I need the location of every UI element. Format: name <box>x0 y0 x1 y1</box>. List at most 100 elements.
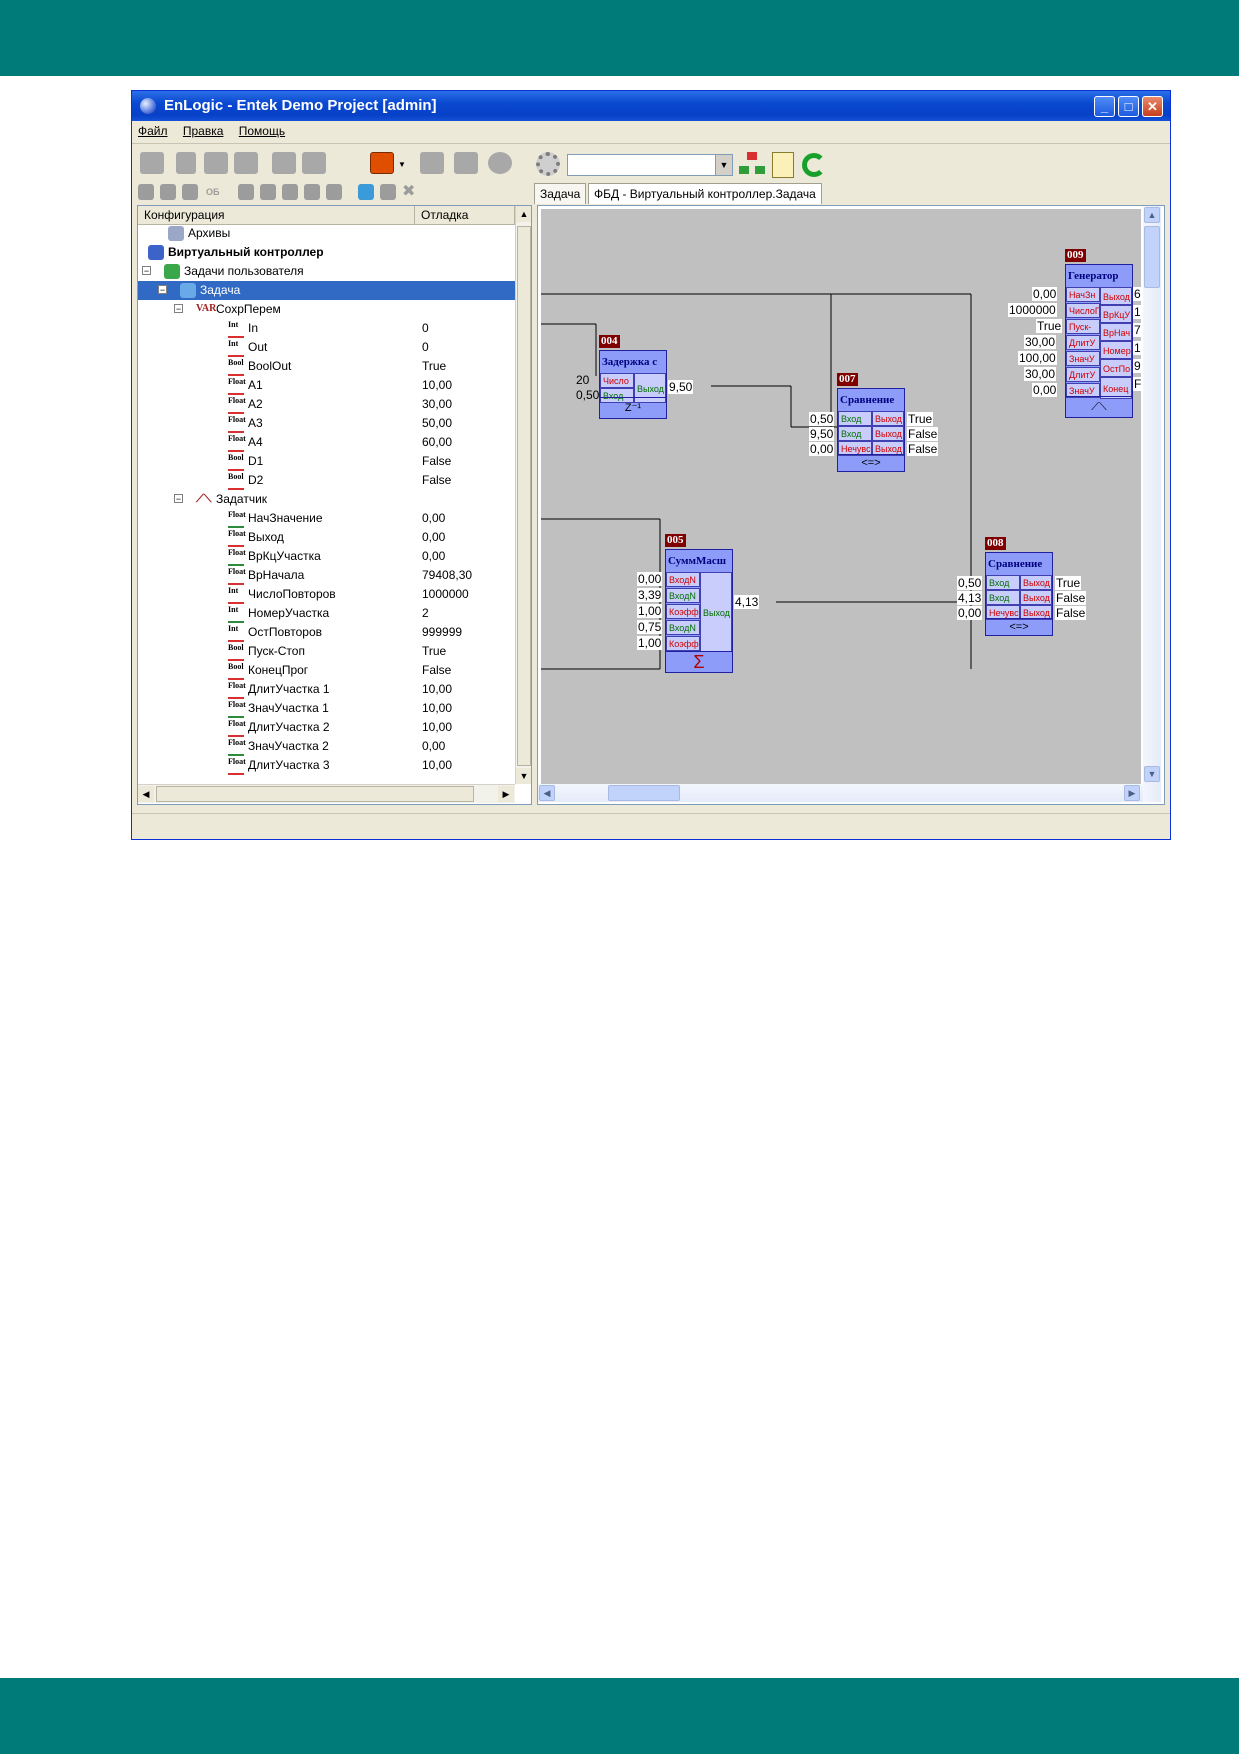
port-output[interactable]: ВрКцУ <box>1100 305 1132 323</box>
stop-icon[interactable] <box>370 152 394 174</box>
port-coefficient[interactable]: Коэфф <box>666 604 700 619</box>
numbered-list-icon[interactable] <box>272 152 296 174</box>
tab-fbd[interactable]: ФБД - Виртуальный контроллер.Задача <box>588 183 822 204</box>
port-input[interactable]: ВходN <box>666 620 700 635</box>
scroll-right-icon[interactable]: ▶ <box>1124 785 1140 801</box>
scroll-right-icon[interactable]: ▶ <box>498 786 514 802</box>
tree-row[interactable]: −Виртуальный контроллер <box>138 243 515 262</box>
port-count[interactable]: Число <box>600 373 634 388</box>
port-input[interactable]: ЧислоП <box>1066 303 1100 318</box>
tab-task[interactable]: Задача <box>534 183 587 204</box>
scroll-left-icon[interactable]: ◀ <box>539 785 555 801</box>
tree-tool-icon[interactable] <box>238 184 254 200</box>
scroll-thumb[interactable] <box>156 786 474 802</box>
scroll-down-icon[interactable]: ▼ <box>516 768 531 784</box>
title-bar[interactable]: EnLogic - Entek Demo Project [admin] _ □… <box>132 91 1170 121</box>
tree-row[interactable]: −Задачи пользователя <box>138 262 515 281</box>
scroll-thumb[interactable] <box>608 785 680 801</box>
collapse-toggle-icon[interactable]: − <box>158 285 167 295</box>
scroll-thumb[interactable] <box>1144 226 1160 288</box>
refresh-icon[interactable] <box>802 153 826 177</box>
tree-tool-icon[interactable] <box>282 184 298 200</box>
port-output[interactable]: Выход <box>700 572 732 652</box>
port-output[interactable]: ВрНач <box>1100 323 1132 341</box>
menu-edit[interactable]: Правка <box>182 124 224 138</box>
pause-icon[interactable] <box>488 152 512 174</box>
column-debug[interactable]: Отладка <box>415 206 515 224</box>
port-input[interactable]: Вход <box>838 411 872 426</box>
port-input[interactable]: Вход <box>986 575 1020 590</box>
scroll-up-icon[interactable]: ▲ <box>516 206 531 222</box>
port-input[interactable]: ВходN <box>666 588 700 603</box>
port-output[interactable]: Выход <box>1020 590 1052 605</box>
tree-tool-icon[interactable] <box>304 184 320 200</box>
generator-block[interactable]: Генератор НачЗн ЧислоП Пуск- ДлитУ ЗначУ… <box>1065 264 1133 418</box>
port-output[interactable]: Выход <box>872 411 904 426</box>
scroll-up-icon[interactable]: ▲ <box>1144 207 1160 223</box>
run-icon[interactable] <box>420 152 444 174</box>
port-output[interactable]: Номер <box>1100 341 1132 359</box>
port-input[interactable]: Вход <box>600 388 634 403</box>
port-input[interactable]: Вход <box>986 590 1020 605</box>
tree-tool-icon[interactable] <box>326 184 342 200</box>
controller-select[interactable]: ▼ <box>567 154 733 176</box>
port-input[interactable]: ВходN <box>666 572 700 587</box>
cut-icon[interactable] <box>176 152 196 174</box>
save-icon[interactable] <box>140 152 164 174</box>
scroll-left-icon[interactable]: ◀ <box>138 786 154 802</box>
tree-tool-icon[interactable] <box>160 184 176 200</box>
paste-icon[interactable] <box>234 152 258 174</box>
port-output[interactable]: Выход <box>634 373 666 403</box>
gear-icon[interactable] <box>536 152 560 176</box>
download-icon[interactable] <box>302 152 326 174</box>
column-config[interactable]: Конфигурация <box>138 206 415 224</box>
compare-block[interactable]: Сравнение Вход Вход Нечувс Выход Выход В… <box>985 552 1053 636</box>
scroll-down-icon[interactable]: ▼ <box>1144 766 1160 782</box>
diagram-vertical-scrollbar[interactable]: ▲ ▼ <box>1143 206 1161 802</box>
tree-tool-icon[interactable] <box>182 184 198 200</box>
tree-vertical-scrollbar[interactable]: ▲ ▼ <box>515 206 531 784</box>
collapse-toggle-icon[interactable]: − <box>142 266 151 276</box>
port-deadband[interactable]: Нечувс <box>986 605 1020 620</box>
copy-icon[interactable] <box>204 152 228 174</box>
maximize-button[interactable]: □ <box>1118 96 1139 117</box>
port-output[interactable]: Выход <box>1020 605 1052 620</box>
port-output[interactable]: Выход <box>872 441 904 456</box>
scroll-thumb[interactable] <box>517 226 531 766</box>
object-icon[interactable]: ОБ <box>206 187 220 197</box>
sum-scale-block[interactable]: СуммМасш ВходN ВходN Коэфф ВходN Коэфф В… <box>665 549 733 673</box>
compare-block[interactable]: Сравнение Вход Вход Нечувс Выход Выход В… <box>837 388 905 472</box>
port-input[interactable]: Вход <box>838 426 872 441</box>
port-input[interactable]: ЗначУ <box>1066 383 1100 398</box>
tree-horizontal-scrollbar[interactable]: ◀ ▶ <box>138 784 515 803</box>
port-input[interactable]: НачЗн <box>1066 287 1100 302</box>
diagram-horizontal-scrollbar[interactable]: ◀ ▶ <box>538 784 1143 802</box>
port-deadband[interactable]: Нечувс <box>838 441 872 456</box>
tree-row[interactable]: −⟋⟍Задатчик <box>138 490 515 509</box>
hierarchy-icon[interactable] <box>739 152 765 178</box>
tree-tool-icon[interactable] <box>260 184 276 200</box>
tree-tool-icon[interactable] <box>138 184 154 200</box>
delete-icon[interactable]: ✖ <box>402 183 416 200</box>
dropdown-arrow-icon[interactable]: ▼ <box>398 160 406 169</box>
